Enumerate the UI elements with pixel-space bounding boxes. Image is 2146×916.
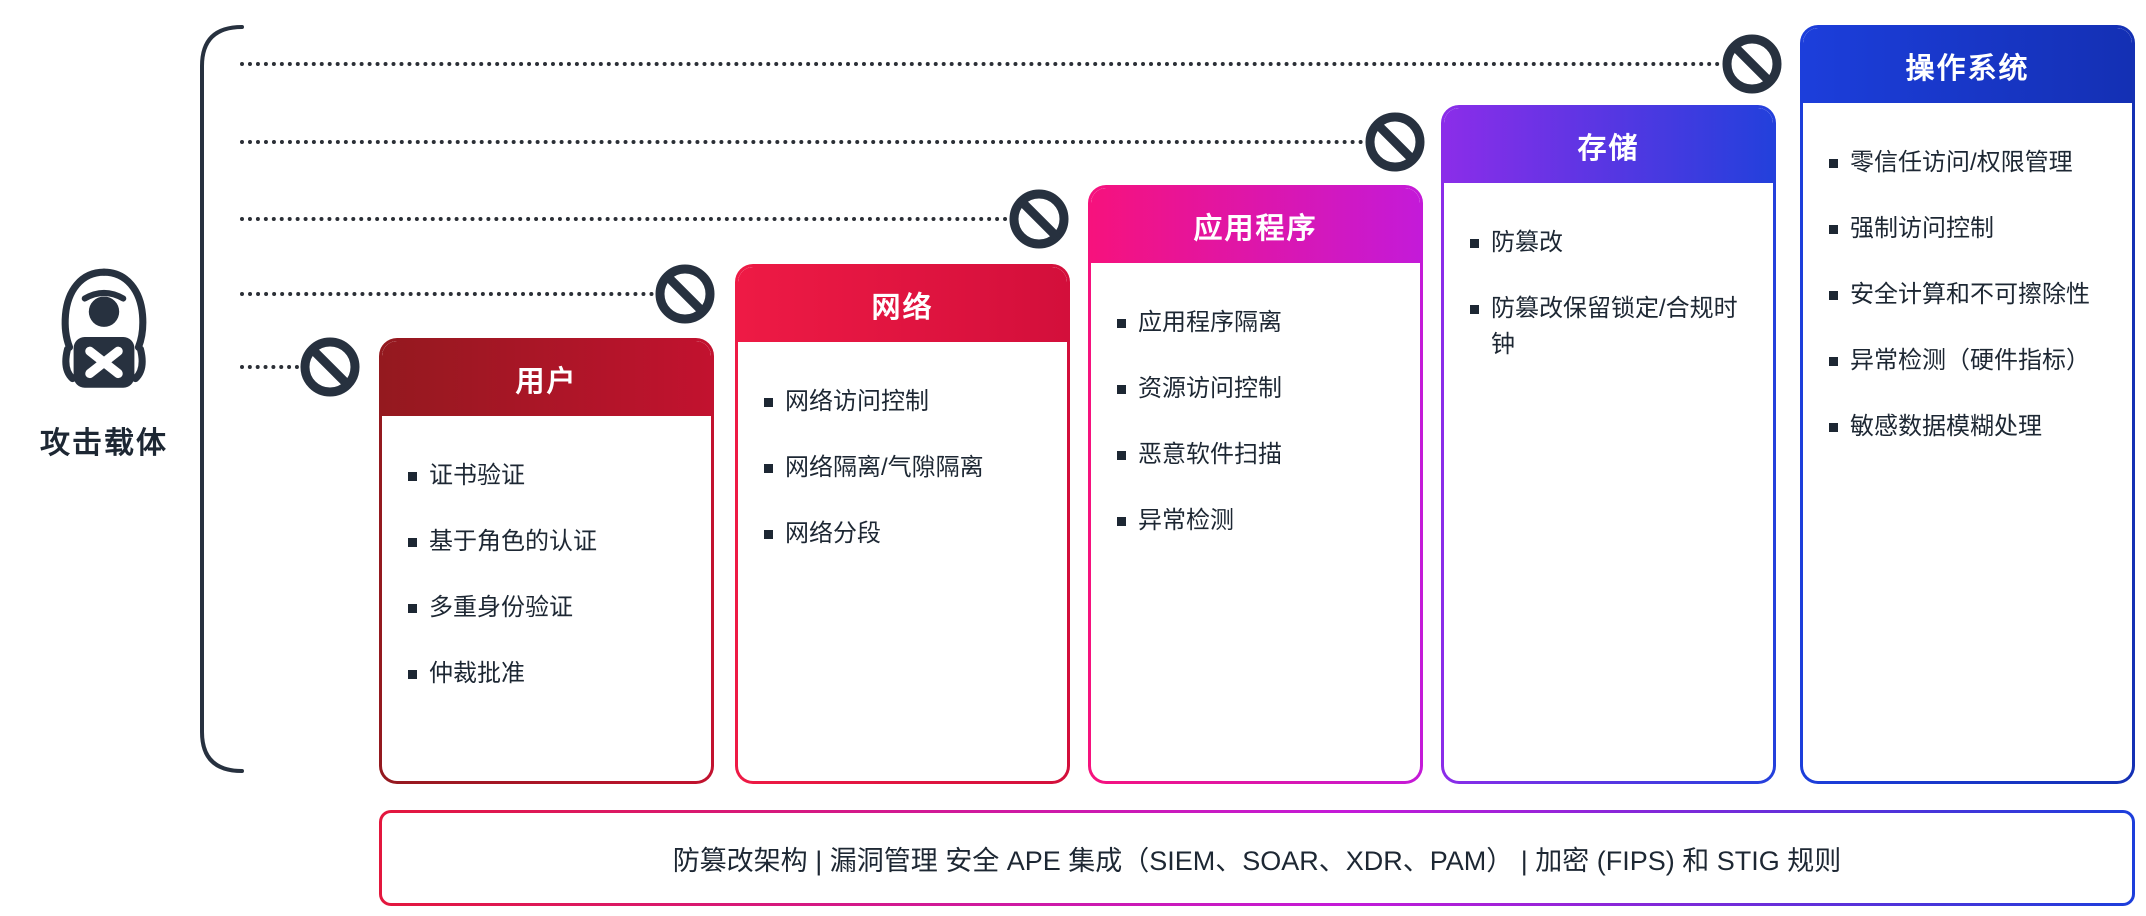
bullet-icon [764, 464, 773, 473]
list-item-text: 证书验证 [429, 462, 525, 489]
list-item: 防篡改保留锁定/合规时钟 [1470, 291, 1755, 363]
list-item: 仲裁批准 [408, 656, 693, 692]
layer-card-list: 应用程序隔离资源访问控制恶意软件扫描异常检测 [1091, 263, 1420, 781]
prohibition-icon-storage [1364, 111, 1426, 173]
list-item-text: 网络访问控制 [785, 388, 929, 415]
layer-card-title: 应用程序 [1193, 212, 1318, 245]
layer-card-user: 用户证书验证基于角色的认证多重身份验证仲裁批准 [379, 338, 714, 784]
bullet-icon [1117, 385, 1126, 394]
list-item-text: 网络分段 [785, 520, 881, 547]
layer-card-application: 应用程序应用程序隔离资源访问控制恶意软件扫描异常检测 [1088, 185, 1423, 784]
list-item: 网络访问控制 [764, 384, 1049, 420]
bullet-icon [1117, 451, 1126, 460]
layer-card-title: 用户 [515, 365, 578, 398]
bullet-icon [1117, 319, 1126, 328]
list-item: 网络分段 [764, 516, 1049, 552]
layer-card-network: 网络网络访问控制网络隔离/气隙隔离网络分段 [735, 264, 1070, 784]
bullet-icon [1829, 423, 1838, 432]
list-item-text: 敏感数据模糊处理 [1850, 413, 2042, 440]
layer-card-storage: 存储防篡改防篡改保留锁定/合规时钟 [1441, 105, 1776, 784]
bullet-icon [1829, 225, 1838, 234]
list-item: 异常检测（硬件指标） [1829, 343, 2114, 379]
prohibition-icon-network [654, 263, 716, 325]
layer-card-title: 存储 [1577, 132, 1640, 165]
list-item-text: 异常检测 [1138, 507, 1234, 534]
bullet-icon [408, 472, 417, 481]
prohibition-icon-application [1008, 188, 1070, 250]
layer-card-body-user: 用户证书验证基于角色的认证多重身份验证仲裁批准 [382, 341, 711, 781]
list-item-text: 安全计算和不可擦除性 [1850, 281, 2090, 308]
layer-card-list: 零信任访问/权限管理强制访问控制安全计算和不可擦除性异常检测（硬件指标） 敏感数据… [1803, 103, 2132, 781]
layer-card-list: 网络访问控制网络隔离/气隙隔离网络分段 [738, 342, 1067, 781]
list-item: 证书验证 [408, 458, 693, 494]
attack-path-line-application [240, 217, 1008, 221]
layer-card-header-network: 网络 [738, 267, 1067, 342]
list-item-text: 网络隔离/气隙隔离 [785, 454, 984, 481]
attack-path-line-network [240, 292, 654, 296]
layer-card-title: 操作系统 [1905, 52, 2030, 85]
list-item: 恶意软件扫描 [1117, 437, 1402, 473]
list-item: 零信任访问/权限管理 [1829, 145, 2114, 181]
layer-card-header-user: 用户 [382, 341, 711, 416]
footer-bar-inner: 防篡改架构 | 漏洞管理 安全 APE 集成（SIEM、SOAR、XDR、PAM… [382, 813, 2132, 903]
footer-bar: 防篡改架构 | 漏洞管理 安全 APE 集成（SIEM、SOAR、XDR、PAM… [379, 810, 2135, 906]
list-item-text: 恶意软件扫描 [1138, 441, 1282, 468]
list-item: 多重身份验证 [408, 590, 693, 626]
attack-path-line-os [240, 62, 1721, 66]
bullet-icon [408, 670, 417, 679]
bullet-icon [1470, 305, 1479, 314]
layer-card-header-storage: 存储 [1444, 108, 1773, 183]
prohibition-icon-os [1721, 33, 1783, 95]
attack-path-line-storage [240, 140, 1364, 144]
list-item-text: 零信任访问/权限管理 [1850, 149, 2073, 176]
attack-path-line-user [240, 365, 299, 369]
bullet-icon [408, 604, 417, 613]
list-item-text: 防篡改保留锁定/合规时钟 [1491, 295, 1738, 358]
list-item-text: 多重身份验证 [429, 594, 573, 621]
bullet-icon [408, 538, 417, 547]
list-item: 强制访问控制 [1829, 211, 2114, 247]
list-item: 敏感数据模糊处理 [1829, 409, 2114, 445]
list-item: 安全计算和不可擦除性 [1829, 277, 2114, 313]
layer-card-header-os: 操作系统 [1803, 28, 2132, 103]
bullet-icon [1829, 357, 1838, 366]
bullet-icon [1829, 291, 1838, 300]
layer-card-body-storage: 存储防篡改防篡改保留锁定/合规时钟 [1444, 108, 1773, 781]
attack-vector: 攻击载体 [14, 258, 194, 462]
layer-card-list: 防篡改防篡改保留锁定/合规时钟 [1444, 183, 1773, 781]
bullet-icon [764, 398, 773, 407]
layer-card-body-os: 操作系统零信任访问/权限管理强制访问控制安全计算和不可擦除性异常检测（硬件指标）… [1803, 28, 2132, 781]
layer-card-body-network: 网络网络访问控制网络隔离/气隙隔离网络分段 [738, 267, 1067, 781]
layer-card-title: 网络 [871, 291, 934, 324]
list-item-text: 应用程序隔离 [1138, 309, 1282, 336]
list-item-text: 仲裁批准 [429, 660, 525, 687]
hacker-icon [61, 268, 147, 388]
list-item: 基于角色的认证 [408, 524, 693, 560]
list-item: 异常检测 [1117, 503, 1402, 539]
layer-card-body-application: 应用程序应用程序隔离资源访问控制恶意软件扫描异常检测 [1091, 188, 1420, 781]
bullet-icon [1829, 159, 1838, 168]
footer-text: 防篡改架构 | 漏洞管理 安全 APE 集成（SIEM、SOAR、XDR、PAM… [672, 845, 1842, 876]
list-item-text: 资源访问控制 [1138, 375, 1282, 402]
layer-card-list: 证书验证基于角色的认证多重身份验证仲裁批准 [382, 416, 711, 781]
bullet-icon [764, 530, 773, 539]
bullet-icon [1117, 517, 1126, 526]
bullet-icon [1470, 239, 1479, 248]
list-item: 资源访问控制 [1117, 371, 1402, 407]
layer-card-os: 操作系统零信任访问/权限管理强制访问控制安全计算和不可擦除性异常检测（硬件指标）… [1800, 25, 2135, 784]
list-item-text: 防篡改 [1491, 229, 1563, 256]
list-item-text: 基于角色的认证 [429, 528, 597, 555]
attack-vector-label: 攻击载体 [40, 427, 168, 460]
layer-card-header-application: 应用程序 [1091, 188, 1420, 263]
list-item: 网络隔离/气隙隔离 [764, 450, 1049, 486]
list-item: 防篡改 [1470, 225, 1755, 261]
prohibition-icon-user [299, 336, 361, 398]
list-item-text: 异常检测（硬件指标） [1850, 347, 2090, 374]
list-item-text: 强制访问控制 [1850, 215, 1994, 242]
list-item: 应用程序隔离 [1117, 305, 1402, 341]
